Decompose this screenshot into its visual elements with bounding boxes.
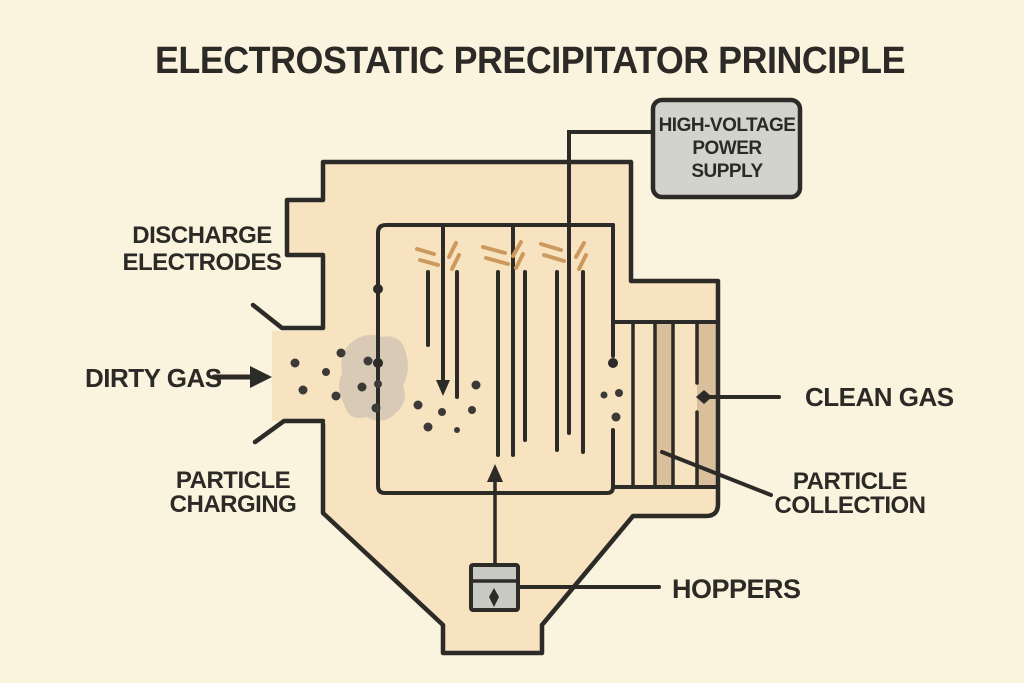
hopper-dust-icon <box>489 588 499 607</box>
electrode-frame <box>376 223 615 495</box>
particle-dot <box>438 408 446 416</box>
power-supply-label-line1: HIGH-VOLTAGE <box>659 115 796 136</box>
wire-node <box>373 358 383 368</box>
spark-icon <box>418 258 440 267</box>
power-feed-line <box>567 130 658 224</box>
spark-icon <box>511 240 523 258</box>
particle-dot <box>615 389 623 397</box>
particle-collection-pointer-line <box>660 450 773 497</box>
spark-icon <box>577 253 588 271</box>
particle-dot <box>413 400 423 410</box>
particle-dot <box>600 391 608 399</box>
particle-dot <box>423 422 433 432</box>
dirty-gas-arrow-icon <box>250 366 272 388</box>
clean-gas-arrow-icon <box>696 390 712 404</box>
particle-dot <box>331 391 341 401</box>
particle-dot <box>471 380 481 390</box>
discharge-electrodes-label-line2: ELECTRODES <box>122 249 282 276</box>
up-arrow-icon <box>487 464 503 482</box>
particle-dot <box>290 358 300 368</box>
plate-stripe <box>697 322 718 487</box>
spark-icon <box>415 247 436 256</box>
discharge-electrode-rods <box>426 270 585 457</box>
discharge-electrodes-label-line1: DISCHARGE <box>132 222 272 249</box>
power-supply-box <box>650 97 803 200</box>
plate-stripe <box>655 322 673 487</box>
dust-particles <box>290 348 623 433</box>
spark-icon <box>542 253 566 263</box>
particle-dot <box>336 348 346 358</box>
particle-dot <box>298 385 308 395</box>
power-supply-label-line2: POWER <box>692 138 762 159</box>
particle-dot <box>611 412 621 422</box>
down-arrow-icon <box>436 380 450 396</box>
spark-icon <box>450 253 461 271</box>
page-title: ELECTROSTATIC PRECIPITATOR PRINCIPLE <box>155 40 905 82</box>
hoppers-label: HOPPERS <box>672 574 801 604</box>
spark-icon <box>539 242 563 252</box>
particle-dot <box>374 380 382 388</box>
particle-dot <box>371 403 381 413</box>
wire-node-dots <box>373 284 618 368</box>
particle-collection-label-line1: PARTICLE <box>793 468 908 495</box>
spark-icon <box>484 256 510 266</box>
collection-plates <box>631 320 699 489</box>
chamber-outline <box>250 159 721 656</box>
dirty-gas-label: DIRTY GAS <box>85 363 222 393</box>
wire-node <box>373 284 383 294</box>
discharge-wires <box>441 223 571 457</box>
particle-dot <box>468 406 476 414</box>
particle-charging-label-line2: CHARGING <box>170 491 297 518</box>
spark-icon <box>447 241 458 259</box>
corona-spark-icons <box>415 240 588 271</box>
clean-gas-label: CLEAN GAS <box>805 382 954 412</box>
power-supply-label-line3: SUPPLY <box>691 161 763 182</box>
particle-dot <box>322 368 330 376</box>
particle-dot <box>363 356 373 366</box>
corona-charging-region <box>338 334 408 421</box>
spark-icon <box>574 241 586 259</box>
particle-dot <box>454 427 460 433</box>
spark-icon <box>514 252 525 270</box>
spark-icon <box>481 245 507 255</box>
particle-charging-label-line1: PARTICLE <box>176 467 291 494</box>
particle-dot <box>357 382 367 392</box>
inlet-bottom-wall <box>252 418 326 445</box>
chamber-body <box>272 162 718 653</box>
wire-node <box>608 358 618 368</box>
particle-collection-label-line2: COLLECTION <box>775 492 926 519</box>
collection-plate-stripes <box>655 322 718 487</box>
